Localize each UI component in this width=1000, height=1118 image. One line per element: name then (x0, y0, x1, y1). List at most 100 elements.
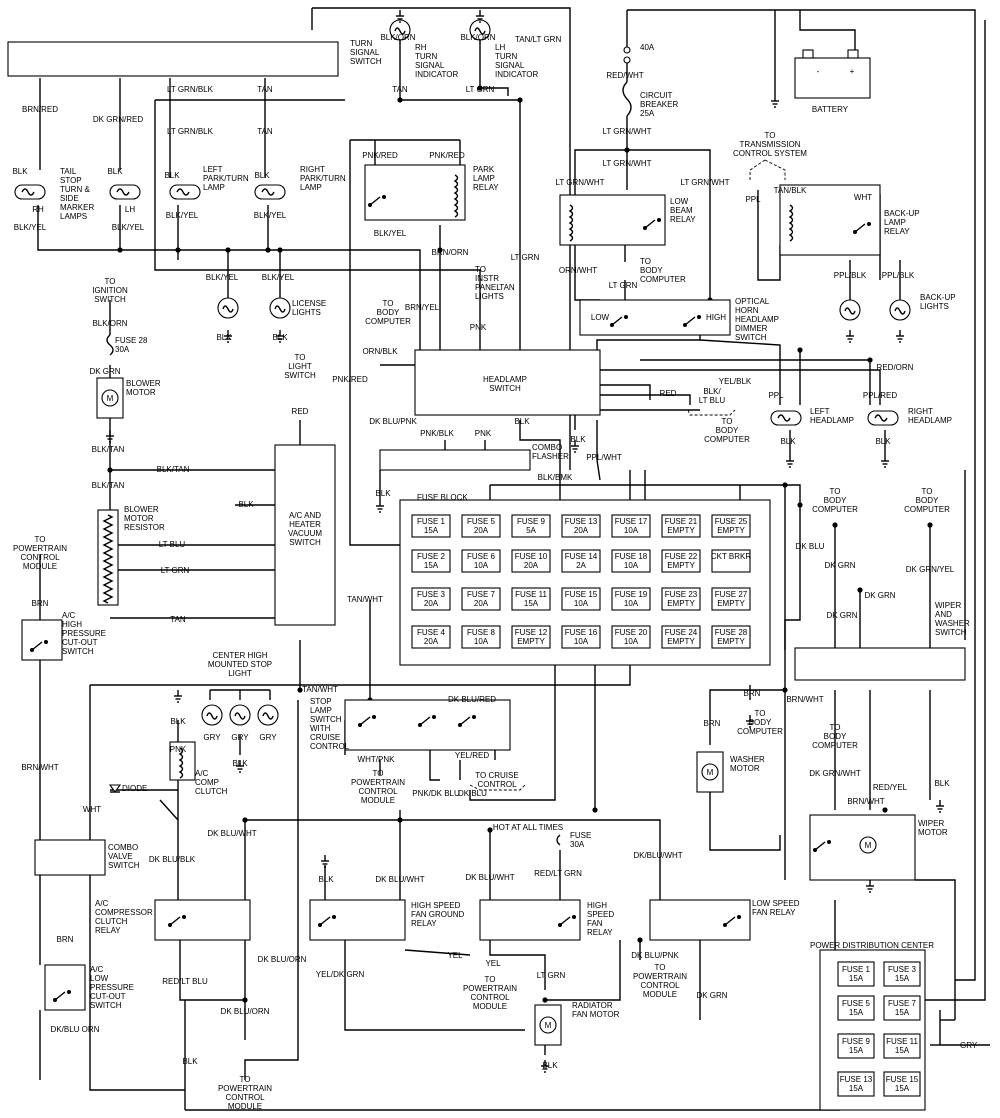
label-red-lt-blu: RED/LT BLU (162, 977, 208, 986)
label-line: PANEL (475, 283, 501, 292)
label-line: LAMP (310, 706, 332, 715)
blower-motor-icon (101, 389, 119, 407)
fuse-name: FUSE 5 (467, 517, 496, 526)
fuse-cell (461, 514, 501, 538)
label-blk-5: BLK (216, 333, 232, 342)
wire (627, 9, 976, 981)
switch-contact (372, 715, 376, 719)
label-line: BRN (704, 719, 721, 728)
label-line: BLK/BMK (538, 473, 573, 482)
label-line: BODY (824, 732, 847, 741)
fuse-rating: 20A (524, 561, 539, 570)
dashed-link (749, 159, 766, 180)
splice-dot (277, 247, 283, 253)
label-line: VACUUM (288, 529, 322, 538)
label-line: BACK-UP (920, 293, 956, 302)
label-blk-yel-5: BLK/YEL (374, 229, 407, 238)
fuse-cell (561, 549, 601, 573)
fuse-cell (511, 625, 551, 649)
label-line: LT GRN/BLK (167, 85, 214, 94)
label-line: COMP (195, 778, 219, 787)
label-line: DK GRN (89, 367, 120, 376)
label-wht-1: WHT (854, 193, 872, 202)
label-hot-at-all-times: HOT AT ALL TIMES (493, 823, 563, 832)
low-beam-relay-switch-icon (644, 219, 656, 229)
label-line: LT GRN (466, 85, 495, 94)
label-line: HEADLAMP (735, 315, 779, 324)
back-up-lamp-relay-box (779, 184, 881, 256)
splice-dot (592, 807, 598, 813)
pdc-fuse-cell (883, 961, 921, 987)
wire (159, 799, 179, 821)
label-pnk-red-1: PNK/RED (362, 151, 398, 160)
splice-dot (117, 247, 123, 253)
label-line: COMPUTER (904, 505, 950, 514)
label-line: SIGNAL (415, 61, 445, 70)
pdc-fuse-name: FUSE 9 (842, 1037, 871, 1046)
fuse-rating: 10A (624, 637, 639, 646)
label-line: BREAKER (640, 100, 678, 109)
label-line: DK BLU/BLK (149, 855, 196, 864)
label-line: RIGHT (908, 407, 933, 416)
label-rh: RH (32, 205, 44, 214)
label-line: FLASHER (532, 452, 569, 461)
fuse-name: FUSE 1 (417, 517, 446, 526)
label-line: SWITCH (935, 628, 967, 637)
pdc-fuse-name: FUSE 13 (840, 1075, 873, 1084)
label-line: LT GRN/WHT (602, 159, 651, 168)
label-line: FAN MOTOR (572, 1010, 620, 1019)
fuse-rating: EMPTY (717, 637, 745, 646)
label-line: HEADLAMP (810, 416, 854, 425)
label-line: YEL/RED (455, 751, 489, 760)
label-line: POWERTRAIN (13, 544, 67, 553)
label-blk-18: BLK (182, 1057, 198, 1066)
label-line: LH (125, 205, 135, 214)
rh-tail-lamp-icon (14, 184, 46, 200)
label-line: BLK/YEL (112, 223, 145, 232)
label-line: BLK (570, 435, 586, 444)
fuse-name: FUSE 7 (467, 590, 496, 599)
radiator-fan-motor-icon (539, 1016, 557, 1034)
fuse-rating: 20A (474, 599, 489, 608)
label-line: DK BLU/PNK (369, 417, 417, 426)
combo-valve-switch-box (34, 839, 106, 876)
label-line: PARK/TURN (203, 174, 249, 183)
label-line: PPL/BLK (834, 271, 867, 280)
filament (777, 414, 791, 422)
label-line: STOP (60, 176, 82, 185)
label-line: RELAY (411, 919, 437, 928)
splice-dot (797, 347, 803, 353)
label-blk-17: BLK (542, 1061, 558, 1070)
label-blk-yel-1: BLK/YEL (14, 223, 47, 232)
label-line: HIGH (587, 901, 607, 910)
label-ppl-2: PPL (768, 391, 784, 400)
label-line: PNK (170, 745, 187, 754)
label-line: MODULE (361, 796, 395, 805)
fuse-cell (611, 514, 651, 538)
pdc-fuse-rating: 15A (849, 1084, 864, 1093)
label-line: BLK/YEL (206, 273, 239, 282)
pdc-fuse-name: FUSE 5 (842, 999, 871, 1008)
label-tan-4: TAN (499, 283, 515, 292)
fuse-name: FUSE 9 (517, 517, 546, 526)
fuse-rating: 15A (524, 599, 539, 608)
label-line: FUSE (570, 831, 591, 840)
label-line: TAN (257, 85, 273, 94)
label-line: IGNITION (92, 286, 128, 295)
switch-contact (44, 640, 48, 644)
park-relay-switch-icon (369, 196, 381, 206)
label-blk-tan-3: BLK/TAN (92, 481, 125, 490)
